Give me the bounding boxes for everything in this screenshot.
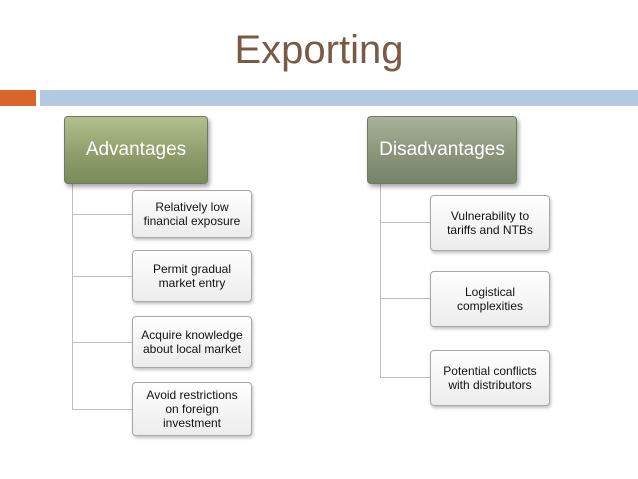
- disadvantage-item-3: Potential conflicts with distributors: [430, 350, 550, 406]
- advantages-connector-2: [72, 276, 132, 277]
- accent-band: [0, 90, 36, 106]
- disadvantage-item-1: Vulnerability to tariffs and NTBs: [430, 195, 550, 251]
- advantage-item-3: Acquire knowledge about local market: [132, 316, 252, 368]
- disadvantages-connector-1: [380, 222, 430, 223]
- advantage-item-1: Relatively low financial exposure: [132, 190, 252, 238]
- disadvantages-connector-vertical: [380, 184, 381, 378]
- advantages-connector-3: [72, 342, 132, 343]
- advantage-item-4: Avoid restrictions on foreign investment: [132, 382, 252, 436]
- disadvantages-connector-2: [380, 298, 430, 299]
- advantages-connector-vertical: [72, 184, 73, 410]
- disadvantage-item-2: Logistical complexities: [430, 271, 550, 327]
- header-band: [40, 90, 638, 106]
- slide-title: Exporting: [234, 28, 404, 72]
- advantage-item-2: Permit gradual market entry: [132, 250, 252, 302]
- advantages-header: Advantages: [64, 116, 208, 184]
- advantages-connector-1: [72, 214, 132, 215]
- disadvantages-connector-3: [380, 377, 430, 378]
- disadvantages-header: Disadvantages: [367, 116, 517, 184]
- advantages-connector-4: [72, 409, 132, 410]
